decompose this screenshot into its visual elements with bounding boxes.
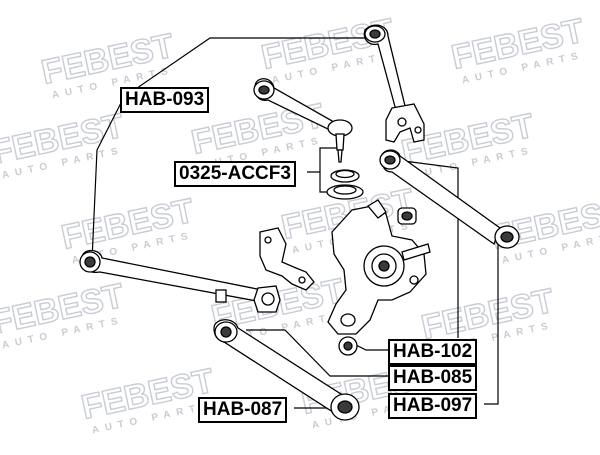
leader-accf3: [307, 147, 338, 173]
knuckle-bushing: [338, 336, 358, 356]
leader-hab-093-lower: [91, 96, 125, 261]
ball-joint-boot: [326, 169, 364, 200]
leader-hab-085: [246, 329, 388, 377]
label-hab-102[interactable]: HAB-102: [388, 339, 478, 365]
leader-hab-102: [355, 344, 388, 351]
stabilizer-bracket: [259, 227, 315, 291]
lower-trailing-arm: [213, 319, 360, 421]
label-hab-087[interactable]: HAB-087: [198, 397, 288, 423]
leader-hab-093-upper: [123, 37, 368, 98]
label-0325-accf3[interactable]: 0325-ACCF3: [174, 161, 296, 187]
leader-hab-102-b: [395, 159, 459, 338]
label-hab-097[interactable]: HAB-097: [388, 393, 478, 419]
upper-control-arm: [253, 78, 353, 163]
lateral-arm-right: [379, 149, 520, 249]
rear-knuckle: [327, 199, 431, 335]
label-hab-085[interactable]: HAB-085: [388, 365, 478, 391]
lower-control-arm-long: [79, 249, 281, 313]
upper-link-assembly: [363, 24, 425, 143]
label-hab-093[interactable]: HAB-093: [120, 87, 210, 113]
